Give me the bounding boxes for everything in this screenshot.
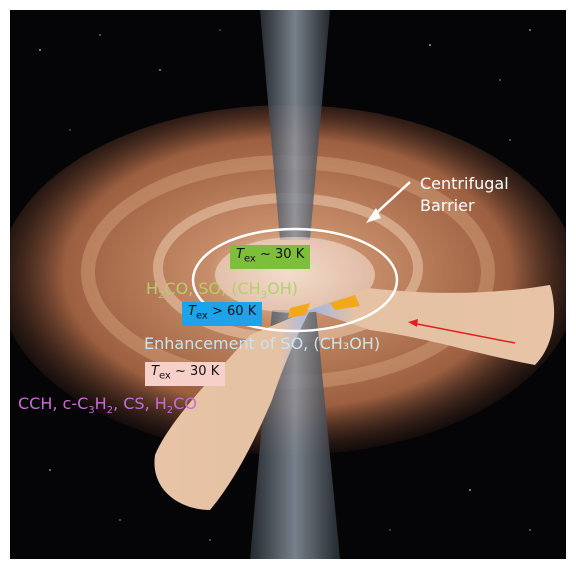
centrifugal-barrier-label: Centrifugal Barrier xyxy=(420,173,509,217)
tex-subscript: ex xyxy=(243,253,256,265)
hot-region-marker-left xyxy=(288,303,310,318)
tex-outer-badge: Tex ~ 30 K xyxy=(145,362,226,386)
centrifugal-label-line2: Barrier xyxy=(420,196,475,215)
centrifugal-barrier-ellipse xyxy=(191,227,399,333)
tex-inner-value: ~ 30 K xyxy=(260,247,305,262)
barrier-pointer-arrow xyxy=(371,181,411,218)
tex-symbol: T xyxy=(236,247,244,262)
tex-symbol-outer: T xyxy=(151,364,159,379)
enhancement-label: Enhancement of SO, (CH₃OH) xyxy=(144,334,381,353)
tex-subscript-hot: ex xyxy=(195,310,208,322)
envelope-cut-left xyxy=(154,310,310,510)
diagram-canvas: Centrifugal Barrier Tex ~ 30 K H2CO, SO,… xyxy=(10,10,566,559)
star-field xyxy=(39,29,531,541)
centrifugal-label-line1: Centrifugal xyxy=(420,174,509,193)
tex-hot-value: > 60 K xyxy=(212,304,257,319)
molecules-inner-label: H2CO, SO, (CH3OH) xyxy=(146,279,298,302)
outflow-jet-upper xyxy=(260,10,330,240)
envelope-cut-right xyxy=(310,285,555,365)
barrier-pointer-arrowhead xyxy=(366,208,381,223)
tex-outer-value: ~ 30 K xyxy=(175,364,220,379)
tex-inner-badge: Tex ~ 30 K xyxy=(230,245,311,269)
tex-symbol-hot: T xyxy=(188,304,196,319)
hot-region-marker-right xyxy=(330,295,360,310)
tex-subscript-outer: ex xyxy=(158,370,171,382)
infall-arrowhead xyxy=(408,319,418,327)
infall-arrow xyxy=(411,322,516,344)
tex-hot-badge: Tex > 60 K xyxy=(182,302,263,326)
molecules-outer-label: CCH, c-C3H2, CS, H2CO xyxy=(18,394,197,417)
